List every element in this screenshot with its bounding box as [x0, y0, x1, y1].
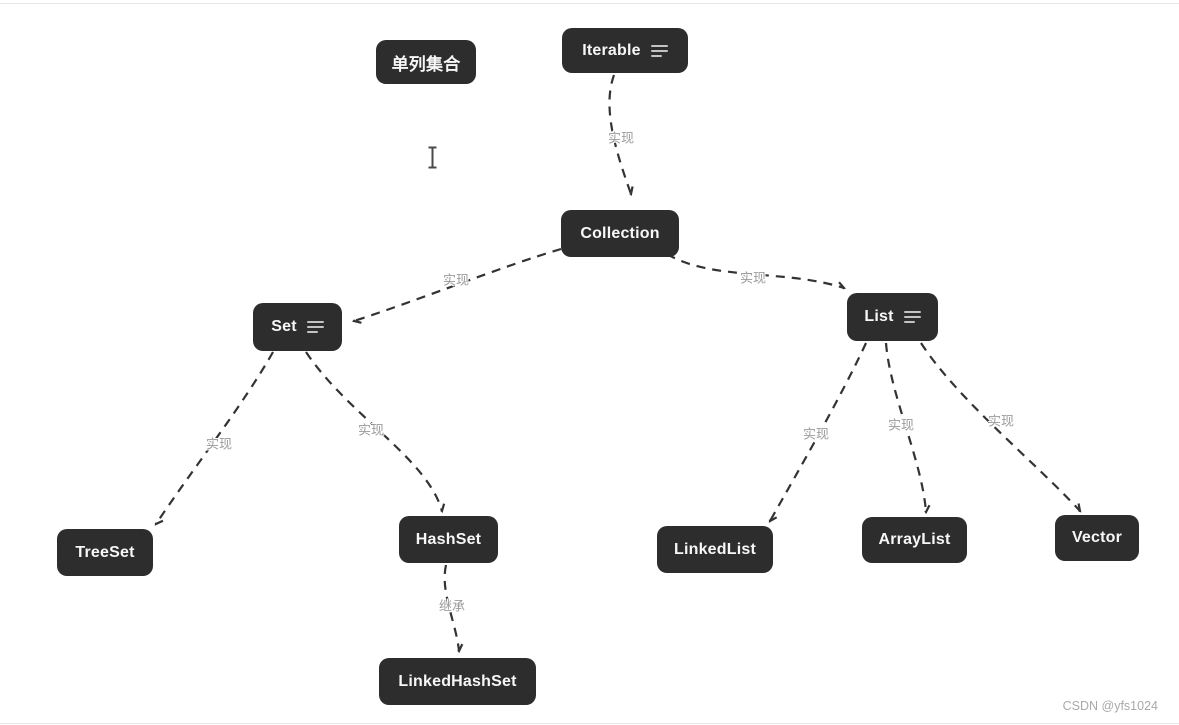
node-label: Collection: [580, 224, 660, 242]
edge-label-set-hashset: 实现: [357, 422, 385, 438]
top-border-line: [0, 3, 1179, 4]
node-label: 单列集合: [391, 54, 461, 74]
node-label: Vector: [1071, 529, 1123, 546]
node-label: List: [864, 308, 894, 325]
edge-label-set-treeset: 实现: [205, 436, 233, 452]
node-label: LinkedList: [673, 540, 756, 558]
node-danlie-jihe[interactable]: 单列集合: [376, 40, 476, 84]
node-linkedlist[interactable]: LinkedList: [657, 526, 773, 573]
node-list[interactable]: List: [847, 293, 938, 341]
edge-label-collection-list: 实现: [739, 270, 767, 286]
node-label: ArrayList: [878, 531, 951, 548]
node-linkedhashset[interactable]: LinkedHashSet: [379, 658, 536, 705]
edge-label-collection-set: 实现: [442, 272, 470, 288]
edge-label-list-arraylist: 实现: [887, 417, 915, 433]
edge-label-list-linkedlist: 实现: [802, 426, 830, 442]
node-iterable[interactable]: Iterable: [562, 28, 688, 73]
node-label: TreeSet: [75, 543, 135, 561]
notes-icon[interactable]: [306, 321, 324, 333]
edge-label-list-vector: 实现: [987, 413, 1015, 429]
node-treeset[interactable]: TreeSet: [57, 529, 153, 576]
node-label: Iterable: [582, 41, 641, 59]
node-label: Set: [271, 318, 297, 335]
node-collection[interactable]: Collection: [561, 210, 679, 257]
node-hashset[interactable]: HashSet: [399, 516, 498, 563]
node-label: LinkedHashSet: [398, 672, 517, 690]
notes-icon[interactable]: [650, 44, 668, 57]
watermark: CSDN @yfs1024: [1062, 699, 1158, 713]
edge-label-hashset-linkedhashset: 继承: [438, 598, 466, 614]
node-label: HashSet: [415, 530, 482, 548]
node-set[interactable]: Set: [253, 303, 342, 351]
node-arraylist[interactable]: ArrayList: [862, 517, 967, 563]
text-cursor-icon: [426, 146, 439, 174]
edge-label-iterable-collection: 实现: [607, 130, 635, 146]
bottom-border-line: [0, 723, 1179, 724]
node-vector[interactable]: Vector: [1055, 515, 1139, 561]
notes-icon[interactable]: [903, 311, 921, 323]
